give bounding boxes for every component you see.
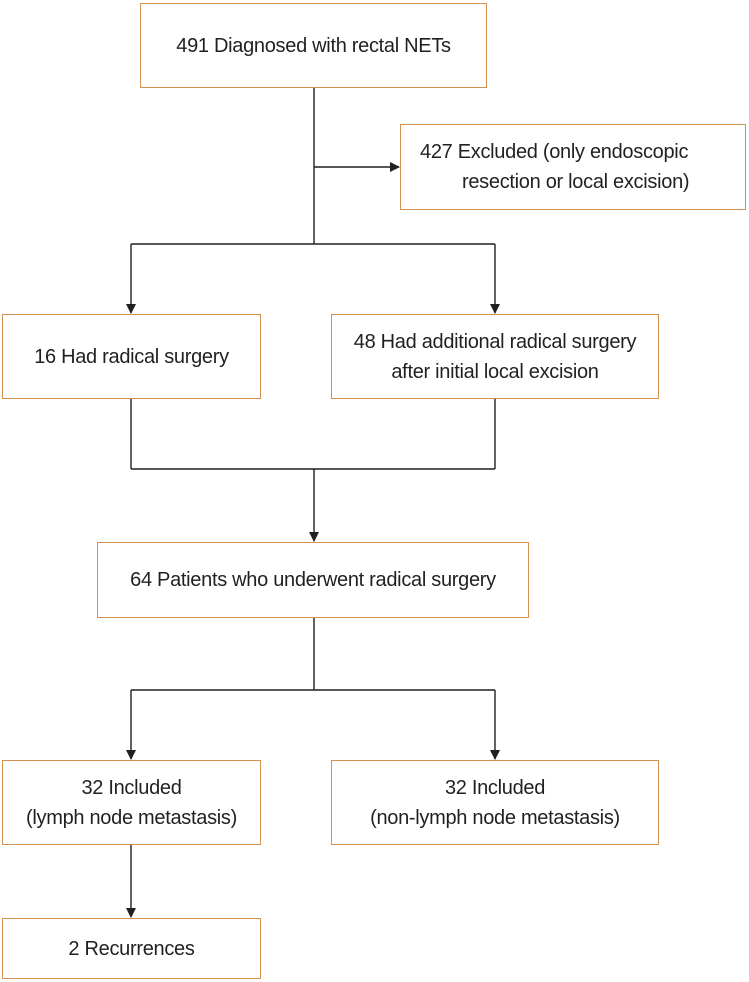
- excluded-box: 427 Excluded (only endoscopic resection …: [400, 124, 746, 210]
- included-non-ln-metastasis-box: 32 Included (non-lymph node metastasis): [331, 760, 659, 845]
- excluded-text-line1: 427 Excluded (only endoscopic: [420, 141, 689, 163]
- recurrences-box: 2 Recurrences: [2, 918, 261, 979]
- included-ln-metastasis-box: 32 Included (lymph node metastasis): [2, 760, 261, 845]
- included-non-ln-text-line2: (non-lymph node metastasis): [370, 806, 620, 829]
- included-non-ln-text-line1: 32 Included: [444, 776, 546, 799]
- diagnosed-text: 491 Diagnosed with rectal NETs: [176, 34, 451, 57]
- radical-surgery-box: 16 Had radical surgery: [2, 314, 261, 399]
- included-ln-text-line2: (lymph node metastasis): [26, 806, 237, 829]
- included-ln-text-line1: 32 Included: [81, 776, 182, 799]
- additional-radical-text-line2: after initial local excision: [391, 360, 599, 383]
- patients-radical-surgery-box: 64 Patients who underwent radical surger…: [97, 542, 529, 618]
- radical-surgery-text: 16 Had radical surgery: [34, 345, 229, 368]
- patients-radical-text: 64 Patients who underwent radical surger…: [130, 569, 496, 591]
- recurrences-text: 2 Recurrences: [68, 937, 195, 960]
- excluded-text-line2: resection or local excision): [462, 171, 690, 193]
- diagnosed-box: 491 Diagnosed with rectal NETs: [140, 3, 487, 88]
- additional-radical-surgery-box: 48 Had additional radical surgery after …: [331, 314, 659, 399]
- additional-radical-text-line1: 48 Had additional radical surgery: [353, 330, 637, 353]
